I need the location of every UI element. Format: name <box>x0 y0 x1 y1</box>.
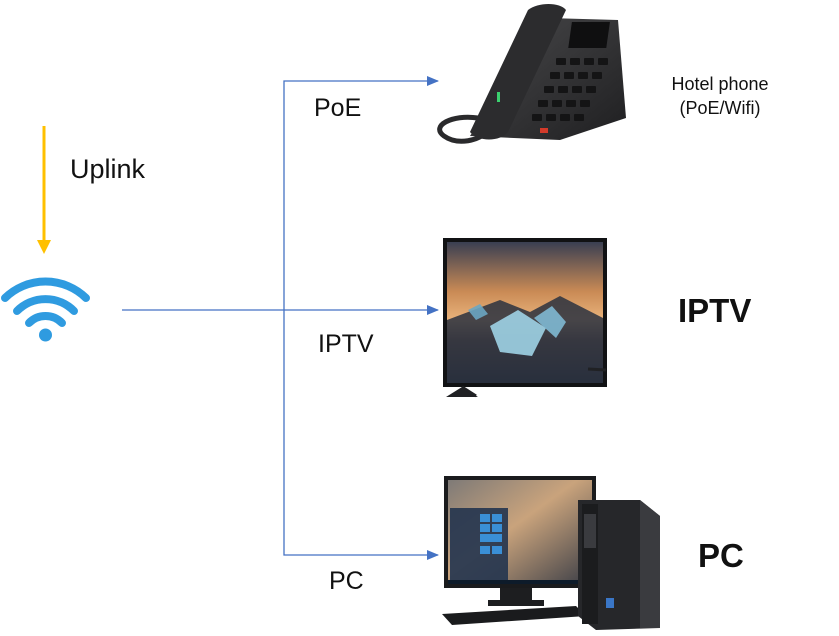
hotel-phone-subtitle: (PoE/Wifi) <box>679 98 761 118</box>
connector-lines <box>122 76 439 560</box>
desk-phone-icon <box>437 4 626 144</box>
hotel-phone-title: Hotel phone <box>671 74 769 94</box>
uplink-label: Uplink <box>70 154 146 184</box>
uplink-arrow <box>37 126 51 254</box>
wifi-icon <box>1 277 90 342</box>
connector-to-pc <box>283 310 439 560</box>
poe-label: PoE <box>314 94 362 122</box>
connector-to-phone <box>283 76 439 310</box>
iptv-device-label: IPTV <box>678 292 752 329</box>
hotel-phone-label: Hotel phone (PoE/Wifi) <box>650 72 790 120</box>
desktop-pc-icon <box>442 476 660 630</box>
iptv-connection-label: IPTV <box>318 330 374 358</box>
pc-connection-label: PC <box>329 567 364 595</box>
tv-icon <box>443 238 607 398</box>
pc-device-label: PC <box>698 537 744 574</box>
